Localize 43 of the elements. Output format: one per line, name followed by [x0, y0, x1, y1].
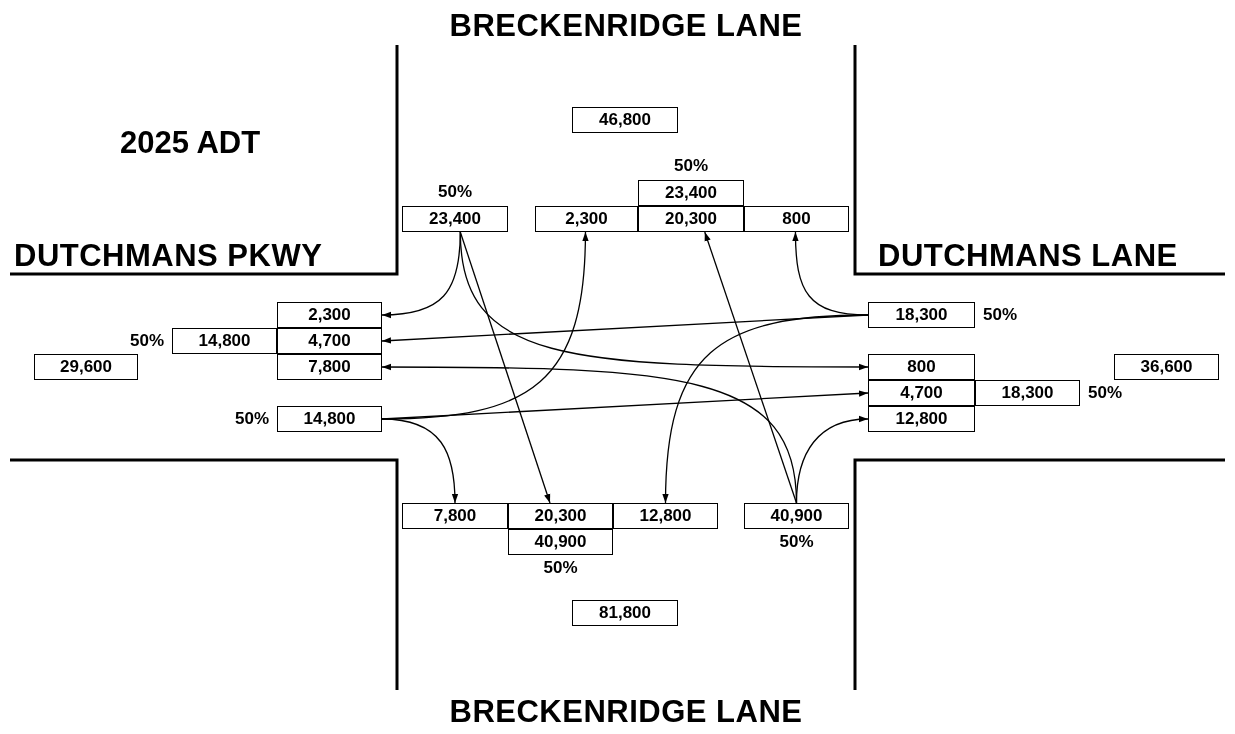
- volume-box: 800: [868, 354, 975, 380]
- arrow: [459, 231, 551, 504]
- volume-box: 7,800: [277, 354, 382, 380]
- percentage-label: 50%: [543, 558, 578, 578]
- volume-box: 4,700: [277, 328, 382, 354]
- street-name: DUTCHMANS LANE: [878, 238, 1178, 274]
- volume-box: 18,300: [975, 380, 1080, 406]
- volume-box: 800: [744, 206, 849, 232]
- diagram-title: 2025 ADT: [120, 125, 261, 161]
- arrow: [381, 231, 589, 420]
- volume-box: 20,300: [638, 206, 744, 232]
- volume-box: 14,800: [172, 328, 277, 354]
- street-name: DUTCHMANS PKWY: [14, 238, 323, 274]
- volume-box: 14,800: [277, 406, 382, 432]
- percentage-label: 50%: [1088, 383, 1123, 403]
- street-name: BRECKENRIDGE LANE: [449, 8, 803, 44]
- street-name: BRECKENRIDGE LANE: [449, 694, 803, 730]
- arrow: [381, 363, 798, 504]
- volume-box: 12,800: [613, 503, 718, 529]
- arrow: [704, 231, 798, 504]
- volume-box: 18,300: [868, 302, 975, 328]
- arrow: [459, 231, 869, 371]
- arrow: [662, 314, 869, 504]
- volume-box: 20,300: [508, 503, 613, 529]
- percentage-label: 50%: [779, 532, 814, 552]
- percentage-label: 50%: [674, 156, 708, 176]
- percentage-label: 50%: [234, 409, 269, 429]
- volume-box: 2,300: [277, 302, 382, 328]
- percentage-label: 50%: [438, 182, 472, 202]
- volume-box: 12,800: [868, 406, 975, 432]
- volume-box: 2,300: [535, 206, 638, 232]
- volume-box: 36,600: [1114, 354, 1219, 380]
- volume-box: 7,800: [402, 503, 508, 529]
- percentage-label: 50%: [983, 305, 1018, 325]
- volume-box: 46,800: [572, 107, 678, 133]
- volume-box: 29,600: [34, 354, 138, 380]
- volume-box: 40,900: [744, 503, 849, 529]
- volume-box: 23,400: [402, 206, 508, 232]
- volume-box: 40,900: [508, 529, 613, 555]
- volume-box: 81,800: [572, 600, 678, 626]
- percentage-label: 50%: [129, 331, 164, 351]
- volume-box: 4,700: [868, 380, 975, 406]
- volume-box: 23,400: [638, 180, 744, 206]
